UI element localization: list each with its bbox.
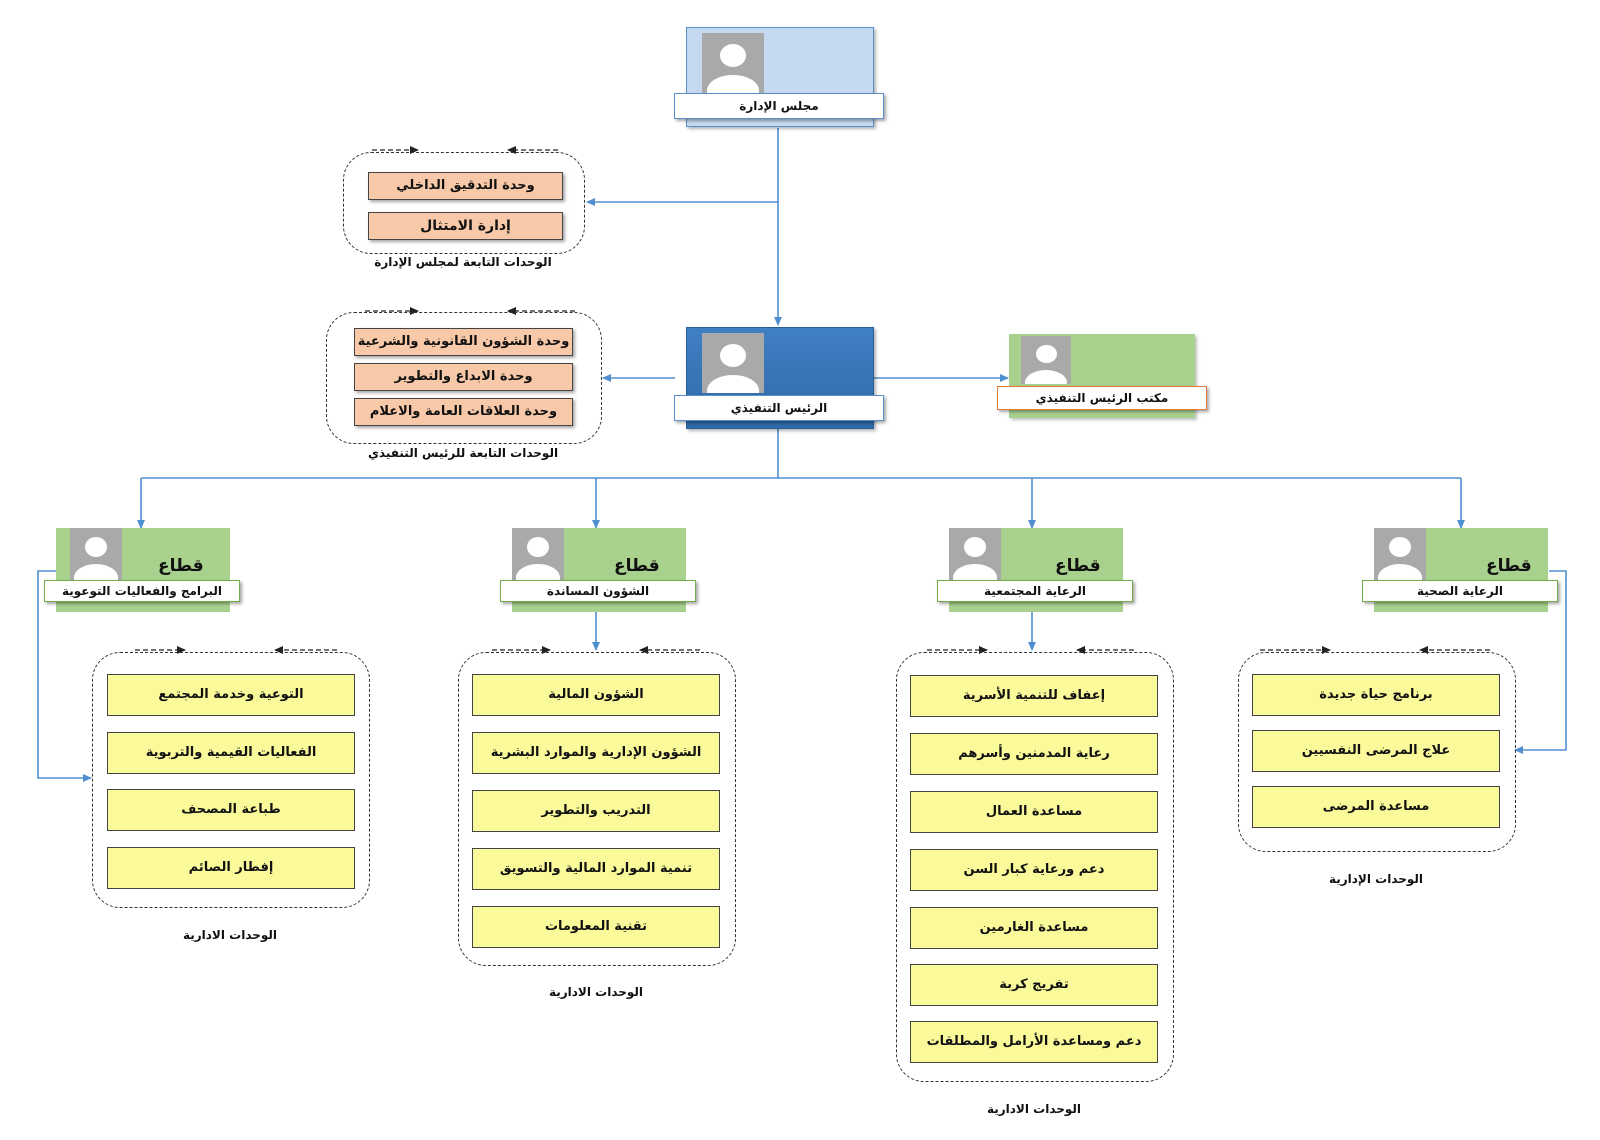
support-unit-item: تقنية المعلومات xyxy=(472,906,720,948)
person-silhouette-icon xyxy=(949,528,1001,580)
sector-label: قطاع xyxy=(1055,556,1101,576)
community-units-caption: الوحدات الادارية xyxy=(986,1102,1082,1116)
board-units-group xyxy=(343,152,585,254)
sector-label: قطاع xyxy=(614,556,660,576)
sector-health-node[interactable]: قطاع الرعاية الصحية xyxy=(1362,528,1560,614)
programs-unit-item: التوعية وخدمة المجتمع xyxy=(107,674,355,716)
sector-support-node[interactable]: قطاع الشؤون المساندة xyxy=(500,528,698,614)
ceo-unit-item: وحدة الابداع والتطوير xyxy=(354,363,573,391)
board-unit-item: وحدة التدقيق الداخلي xyxy=(368,172,563,200)
person-silhouette-icon xyxy=(1021,336,1071,384)
person-silhouette-icon xyxy=(702,33,764,93)
support-units-group xyxy=(458,652,736,966)
ceo-units-group xyxy=(326,312,602,444)
ceo-office-node[interactable]: مكتب الرئيس التنفيذي xyxy=(997,334,1209,420)
health-unit-item: برنامج حياة جديدة xyxy=(1252,674,1500,716)
board-units-caption: الوحدات التابعة لمجلس الإدارة xyxy=(374,255,552,269)
ceo-units-caption: الوحدات التابعة للرئيس التنفيذي xyxy=(367,446,559,460)
person-silhouette-icon xyxy=(512,528,564,580)
support-unit-item: التدريب والتطوير xyxy=(472,790,720,832)
ceo-node[interactable]: الرئيس التنفيذي xyxy=(674,327,884,430)
programs-units-caption: الوحدات الادارية xyxy=(182,928,278,942)
board-title: مجلس الإدارة xyxy=(674,93,884,119)
board-node[interactable]: مجلس الإدارة xyxy=(674,27,884,127)
sector-programs-node[interactable]: قطاع البرامج والفعاليات التوعوية xyxy=(44,528,242,614)
support-unit-item: تنمية الموارد المالية والتسويق xyxy=(472,848,720,890)
health-units-caption: الوحدات الإدارية xyxy=(1328,872,1424,886)
sector-name: الرعاية المجتمعية xyxy=(937,580,1133,602)
sector-label: قطاع xyxy=(1486,556,1532,576)
programs-unit-item: الفعاليات القيمية والتربوية xyxy=(107,732,355,774)
person-silhouette-icon xyxy=(1374,528,1426,580)
programs-units-group xyxy=(92,652,370,908)
community-unit-item: مساعدة العمال xyxy=(910,791,1158,833)
community-unit-item: رعاية المدمنين وأسرهم xyxy=(910,733,1158,775)
community-unit-item: دعم ومساعدة الأرامل والمطلقات xyxy=(910,1021,1158,1063)
sector-name: البرامج والفعاليات التوعوية xyxy=(44,580,240,602)
health-to-units-arrow xyxy=(1514,570,1567,754)
sector-label: قطاع xyxy=(158,556,204,576)
person-silhouette-icon xyxy=(702,333,764,393)
programs-unit-item: إفطار الصائم xyxy=(107,847,355,889)
health-unit-item: علاج المرضى النفسيين xyxy=(1252,730,1500,772)
community-units-group xyxy=(896,652,1174,1082)
ceo-office-title: مكتب الرئيس التنفيذي xyxy=(997,386,1207,410)
programs-to-units-arrow xyxy=(37,570,92,782)
ceo-title: الرئيس التنفيذي xyxy=(674,395,884,421)
support-unit-item: الشؤون الإدارية والموارد البشرية xyxy=(472,732,720,774)
sector-name: الشؤون المساندة xyxy=(500,580,696,602)
support-units-caption: الوحدات الادارية xyxy=(548,985,644,999)
programs-unit-item: طباعة المصحف xyxy=(107,789,355,831)
support-unit-item: الشؤون المالية xyxy=(472,674,720,716)
community-unit-item: دعم ورعاية كبار السن xyxy=(910,849,1158,891)
ceo-unit-item: وحدة العلاقات العامة والاعلام xyxy=(354,398,573,426)
health-unit-item: مساعدة المرضى xyxy=(1252,786,1500,828)
community-unit-item: إعفاف للتنمية الأسرية xyxy=(910,675,1158,717)
ceo-unit-item: وحدة الشؤون القانونية والشرعية xyxy=(354,328,573,356)
sector-community-node[interactable]: قطاع الرعاية المجتمعية xyxy=(937,528,1135,614)
community-unit-item: مساعدة الغارمين xyxy=(910,907,1158,949)
sector-name: الرعاية الصحية xyxy=(1362,580,1558,602)
person-silhouette-icon xyxy=(70,528,122,580)
board-unit-item: إدارة الامتثال xyxy=(368,212,563,240)
community-unit-item: تفريج كربة xyxy=(910,964,1158,1006)
